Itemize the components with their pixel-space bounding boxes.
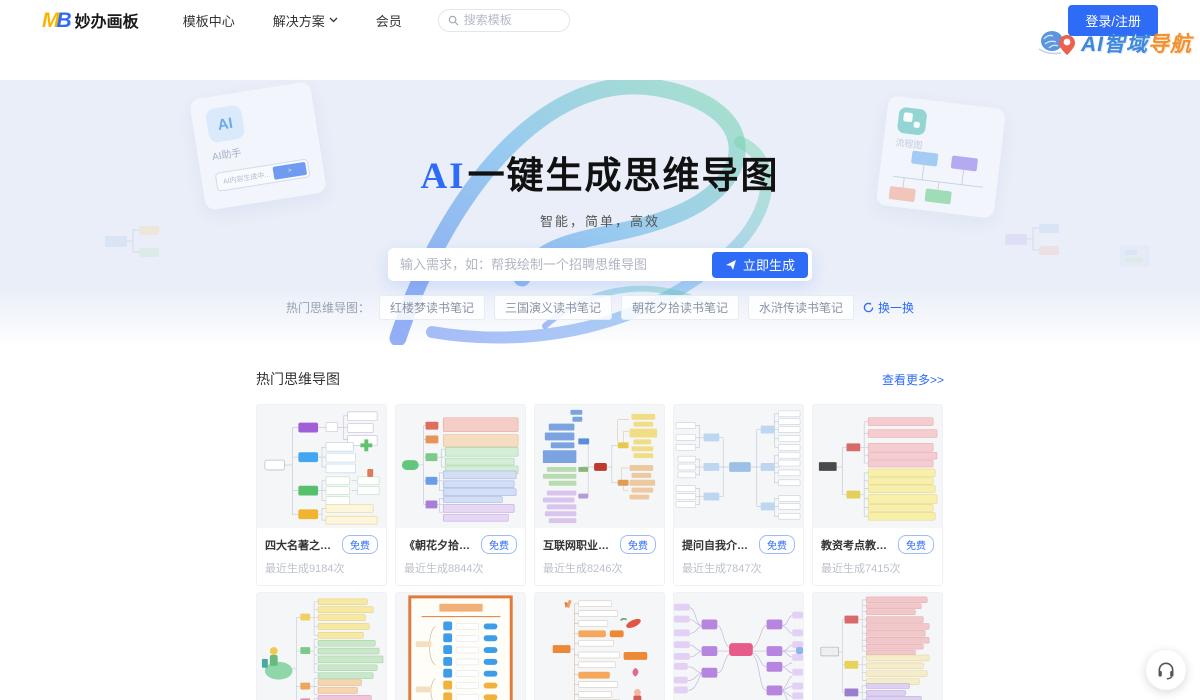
mindmap-card-selfintro[interactable]: 提问自我介绍思维导图 免费 最近生成7847次 [673,404,804,586]
mindmap-thumbnail [257,593,386,700]
page-subtitle: 智能，简单，高效 [539,214,660,229]
mindmap-thumbnail [674,593,803,700]
mindmap-thumbnail [535,593,664,700]
hot-mindmaps-section: 热门思维导图 查看更多>> [256,369,944,700]
nav-item-membership[interactable]: 会员 [375,13,402,29]
card-title: 互联网职业规划流程图 [543,539,616,552]
mindmap-thumbnail [813,593,942,700]
mindmap-thumbnail [396,593,525,700]
mindmap-card-row2-4[interactable] [673,592,804,700]
cards-row-2 [256,592,944,700]
view-more-link[interactable]: 查看更多>> [881,372,944,387]
refresh-tags-button[interactable]: 换一换 [863,299,914,316]
hot-tags-row: 热门思维导图： 红楼梦读书笔记 三国演义读书笔记 朝花夕拾读书笔记 水浒传读书笔… [0,295,1200,320]
login-register-button[interactable]: 登录/注册 [1068,4,1158,36]
refresh-icon [863,302,874,313]
search-input[interactable] [463,13,554,27]
hero-section: AI AI助手 AI内容生成中... ➤ 流程图 AI一键生成思维导图 智能，简… [0,80,1200,345]
prompt-input[interactable] [400,257,712,272]
card-count: 最近生成8246次 [543,563,623,575]
card-count: 最近生成8844次 [404,563,484,575]
tag-hongloumeng[interactable]: 红楼梦读书笔记 [378,295,485,320]
card-count: 最近生成7847次 [682,563,762,575]
page-title: AI一键生成思维导图 [420,155,780,197]
card-count: 最近生成7415次 [821,563,901,575]
card-footer: 四大名著之一《西游记》思... 免费 最近生成9184次 [257,528,386,585]
prompt-input-bar: 立即生成 [388,248,812,281]
mindmap-thumbnail [813,405,942,528]
customer-service-button[interactable] [1146,650,1186,690]
main-nav: 模板中心 解决方案 会员 [183,11,402,30]
card-footer: 提问自我介绍思维导图 免费 最近生成7847次 [674,528,803,585]
mindmap-card-teacher[interactable]: 教资考点教师观思维导图流... 免费 最近生成7415次 [812,404,943,586]
logo-mark-icon: MB [42,8,72,32]
mindmap-thumbnail [674,405,803,528]
card-footer: 教资考点教师观思维导图流... 免费 最近生成7415次 [813,528,942,585]
card-title: 《朝花夕拾》思维导图 [404,539,477,552]
free-badge: 免费 [898,535,934,554]
mindmap-thumbnail [257,405,386,528]
tag-shuihuzhuan[interactable]: 水浒传读书笔记 [748,295,855,320]
card-title: 教资考点教师观思维导图流... [821,539,894,552]
logo-text: 妙办画板 [74,14,139,31]
send-plane-icon [725,259,736,270]
free-badge: 免费 [620,535,656,554]
mindmap-card-row2-2[interactable] [395,592,526,700]
free-badge: 免费 [481,535,517,554]
mindmap-thumbnail [535,405,664,528]
mindmap-card-row2-1[interactable] [256,592,387,700]
chevron-down-icon [329,17,338,23]
section-title: 热门思维导图 [256,371,340,387]
nav-item-solutions[interactable]: 解决方案 [273,11,338,30]
card-title: 提问自我介绍思维导图 [682,539,755,552]
mindmap-card-row2-3[interactable] [534,592,665,700]
card-footer: 《朝花夕拾》思维导图 免费 最近生成8844次 [396,528,525,585]
card-footer: 互联网职业规划流程图 免费 最近生成8246次 [535,528,664,585]
mindmap-card-zhaohuaxishi[interactable]: 《朝花夕拾》思维导图 免费 最近生成8844次 [395,404,526,586]
free-badge: 免费 [759,535,795,554]
card-count: 最近生成9184次 [265,563,345,575]
generate-button[interactable]: 立即生成 [711,251,808,278]
navbar: MB 妙办画板 模板中心 解决方案 会员 登录/注册 [0,0,1200,40]
logo[interactable]: MB 妙办画板 [42,8,139,32]
tag-sanguoyanyi[interactable]: 三国演义读书笔记 [493,295,612,320]
mindmap-card-xiyouji[interactable]: 四大名著之一《西游记》思... 免费 最近生成9184次 [256,404,387,586]
headset-icon [1158,662,1174,680]
mindmap-card-career[interactable]: 互联网职业规划流程图 免费 最近生成8246次 [534,404,665,586]
card-title: 四大名著之一《西游记》思... [265,539,338,552]
free-badge: 免费 [342,535,378,554]
template-search[interactable] [437,8,570,32]
search-icon [448,15,459,25]
mindmap-thumbnail [396,405,525,528]
mindmap-card-row2-5[interactable] [812,592,943,700]
hot-tags-label: 热门思维导图： [285,301,370,315]
nav-item-templates[interactable]: 模板中心 [182,13,235,29]
cards-row-1: 四大名著之一《西游记》思... 免费 最近生成9184次 [256,404,944,586]
tag-zhaohuaxishi[interactable]: 朝花夕拾读书笔记 [621,295,740,320]
